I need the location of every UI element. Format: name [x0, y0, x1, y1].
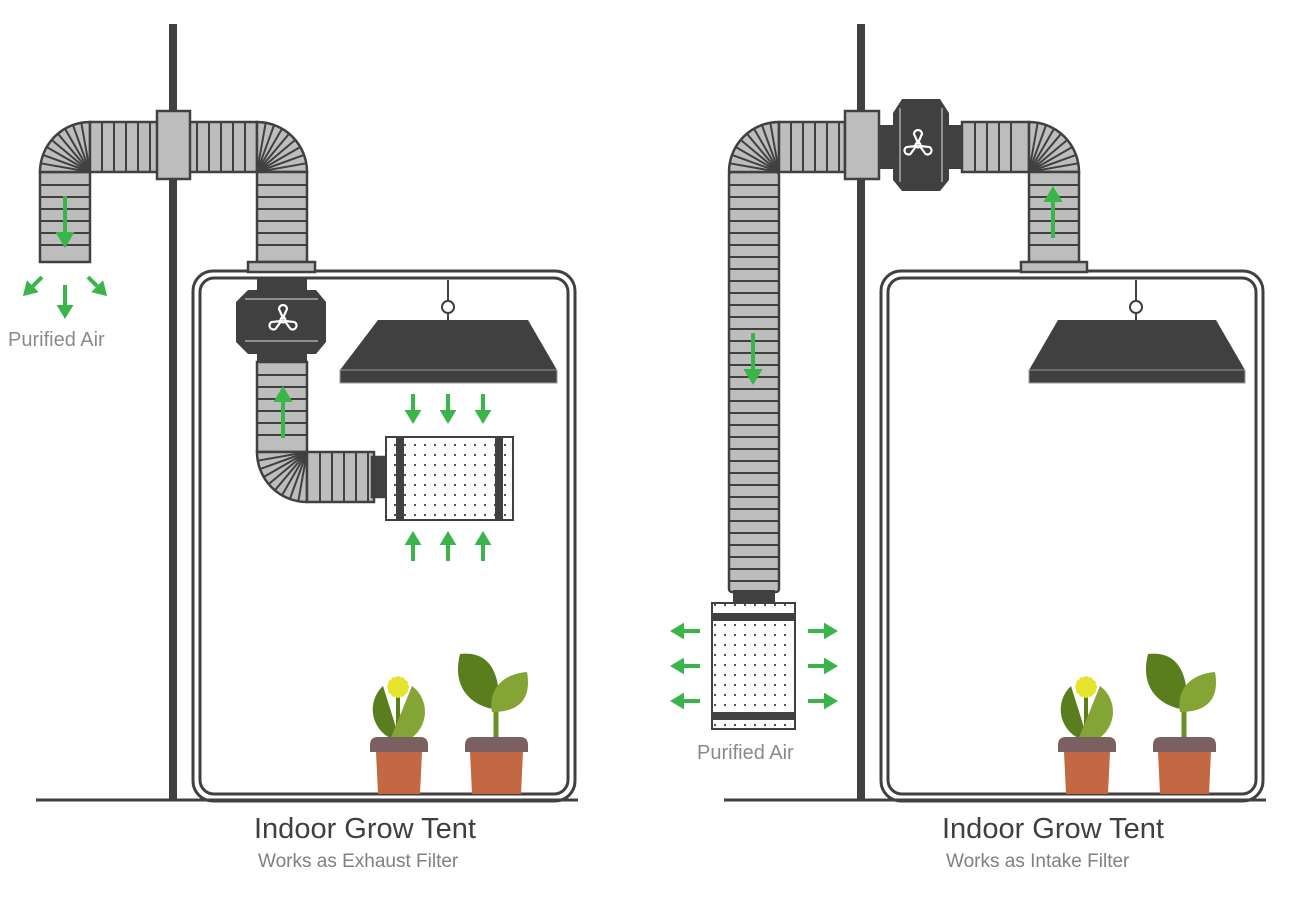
arrow-icon: [670, 622, 700, 640]
arrow-icon: [439, 394, 457, 424]
arrow-icon: [670, 692, 700, 710]
arrow-icon: [404, 394, 422, 424]
panel-subtitle: Works as Exhaust Filter: [258, 851, 459, 872]
intake-setup: [670, 24, 1266, 803]
pot-rim: [370, 737, 428, 752]
arrow-icon: [670, 657, 700, 675]
panel-subtitle: Works as Intake Filter: [946, 851, 1130, 872]
airflow-arrows: [22, 196, 492, 561]
pot-rim: [1058, 737, 1116, 752]
pot-rim: [465, 737, 528, 752]
purified-air-label: Purified Air: [697, 742, 794, 764]
inline-fan: [879, 99, 963, 191]
leaf: [491, 672, 529, 712]
plants: [370, 653, 529, 794]
wall: [857, 24, 865, 801]
arrow-icon: [404, 531, 422, 561]
grow-light: [1028, 280, 1246, 384]
pot: [376, 752, 422, 794]
pot: [1064, 752, 1110, 794]
pot-rim: [1153, 737, 1216, 752]
plants: [1058, 653, 1217, 794]
flower-icon: [387, 676, 409, 698]
exhaust-setup: [22, 24, 578, 803]
sprout-plant: [1145, 653, 1217, 794]
arrow-icon: [86, 275, 108, 297]
leaf: [1145, 653, 1187, 710]
arrow-icon: [808, 657, 838, 675]
arrow-icon: [474, 531, 492, 561]
grow-light: [339, 280, 558, 384]
arrow-icon: [1043, 186, 1063, 238]
airflow-arrows: [670, 186, 1063, 710]
leaf: [1179, 672, 1217, 712]
leaf: [457, 653, 499, 710]
panel-title: Indoor Grow Tent: [942, 813, 1164, 845]
flower-icon: [1075, 676, 1097, 698]
arrow-icon: [439, 531, 457, 561]
flower-plant: [1058, 676, 1116, 794]
arrow-icon: [743, 333, 763, 385]
flower-plant: [370, 676, 428, 794]
pot: [1158, 752, 1211, 794]
arrow-icon: [474, 394, 492, 424]
arrow-icon: [808, 622, 838, 640]
panel-title: Indoor Grow Tent: [254, 813, 476, 845]
wall: [169, 24, 177, 801]
carbon-filter: [711, 590, 796, 730]
sprout-plant: [457, 653, 529, 794]
arrow-icon: [808, 692, 838, 710]
pot: [470, 752, 523, 794]
arrow-icon: [55, 196, 75, 248]
duct-outside: [38, 109, 317, 274]
inline-fan: [236, 278, 326, 364]
arrow-icon: [22, 275, 44, 297]
carbon-filter: [385, 436, 514, 521]
arrow-icon: [56, 285, 74, 319]
arrow-icon: [273, 386, 293, 438]
purified-air-label: Purified Air: [8, 329, 105, 351]
